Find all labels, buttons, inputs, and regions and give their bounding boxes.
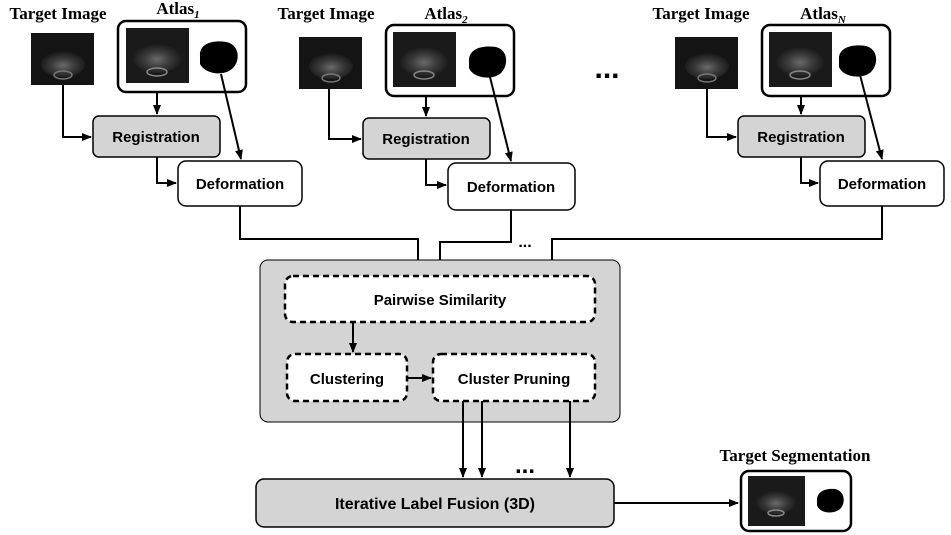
target-image-label: Target Image [9, 4, 107, 23]
mask-to-deformation-arrow [220, 73, 243, 160]
registration-label: Registration [757, 129, 845, 146]
segmentation-image-thumbnail [748, 476, 805, 526]
label-fusion-label: Iterative Label Fusion (3D) [335, 496, 535, 513]
target-image-label: Target Image [652, 4, 750, 23]
mask-to-deformation-arrow [859, 74, 884, 160]
deformation-to-similarity-arrow [548, 206, 883, 272]
deformation-label: Deformation [467, 179, 555, 196]
more-atlases-ellipsis: ... [594, 52, 619, 85]
deformation-to-similarity-arrow [239, 206, 422, 272]
atlas-column-1: Target Image Atlas1 Registration Deforma… [9, 0, 422, 272]
registration-to-deformation-arrow [156, 157, 177, 187]
atlas-image-thumbnail [126, 28, 189, 83]
deformation-to-similarity-arrow [436, 210, 512, 272]
registration-to-deformation-arrow [425, 159, 447, 189]
atlas-label: Atlas2 [424, 4, 468, 26]
clustering-label: Clustering [310, 371, 384, 388]
target-image-thumbnail [299, 37, 362, 89]
cluster-pruning-label: Cluster Pruning [458, 371, 571, 388]
target-to-registration-arrow [706, 89, 737, 141]
segmentation-mask [816, 488, 844, 513]
target-to-registration-arrow [328, 89, 362, 143]
atlas-column-n: Target Image AtlasN Registration Deforma… [548, 4, 945, 272]
deformation-label: Deformation [838, 176, 926, 193]
target-image-thumbnail [31, 33, 94, 85]
atlas-label-mask [199, 41, 238, 74]
more-inputs-ellipsis: ... [518, 234, 531, 251]
target-image-thumbnail [675, 37, 738, 89]
target-to-registration-arrow [62, 85, 92, 141]
registration-label: Registration [112, 129, 200, 146]
atlas-label-mask [838, 45, 877, 77]
target-segmentation-title: Target Segmentation [720, 446, 871, 465]
target-image-label: Target Image [277, 4, 375, 23]
pairwise-similarity-label: Pairwise Similarity [374, 292, 507, 309]
atlas-column-2: Target Image Atlas2 Registration Deforma… [277, 4, 576, 272]
mask-to-deformation-arrow [489, 76, 513, 162]
registration-to-deformation-arrow [800, 157, 819, 187]
pairwise-similarity-box [283, 274, 597, 324]
atlas-label: AtlasN [800, 4, 847, 26]
more-outputs-ellipsis: ... [515, 452, 535, 479]
registration-label: Registration [382, 131, 470, 148]
atlas-image-thumbnail [769, 32, 832, 87]
atlas-image-thumbnail [393, 32, 456, 87]
deformation-label: Deformation [196, 176, 284, 193]
atlas-label: Atlas1 [156, 0, 199, 21]
processing-block: Pairwise Similarity Clustering Cluster P… [259, 259, 621, 423]
atlas-label-mask [468, 46, 507, 78]
cluster-pruning-box [431, 352, 597, 403]
